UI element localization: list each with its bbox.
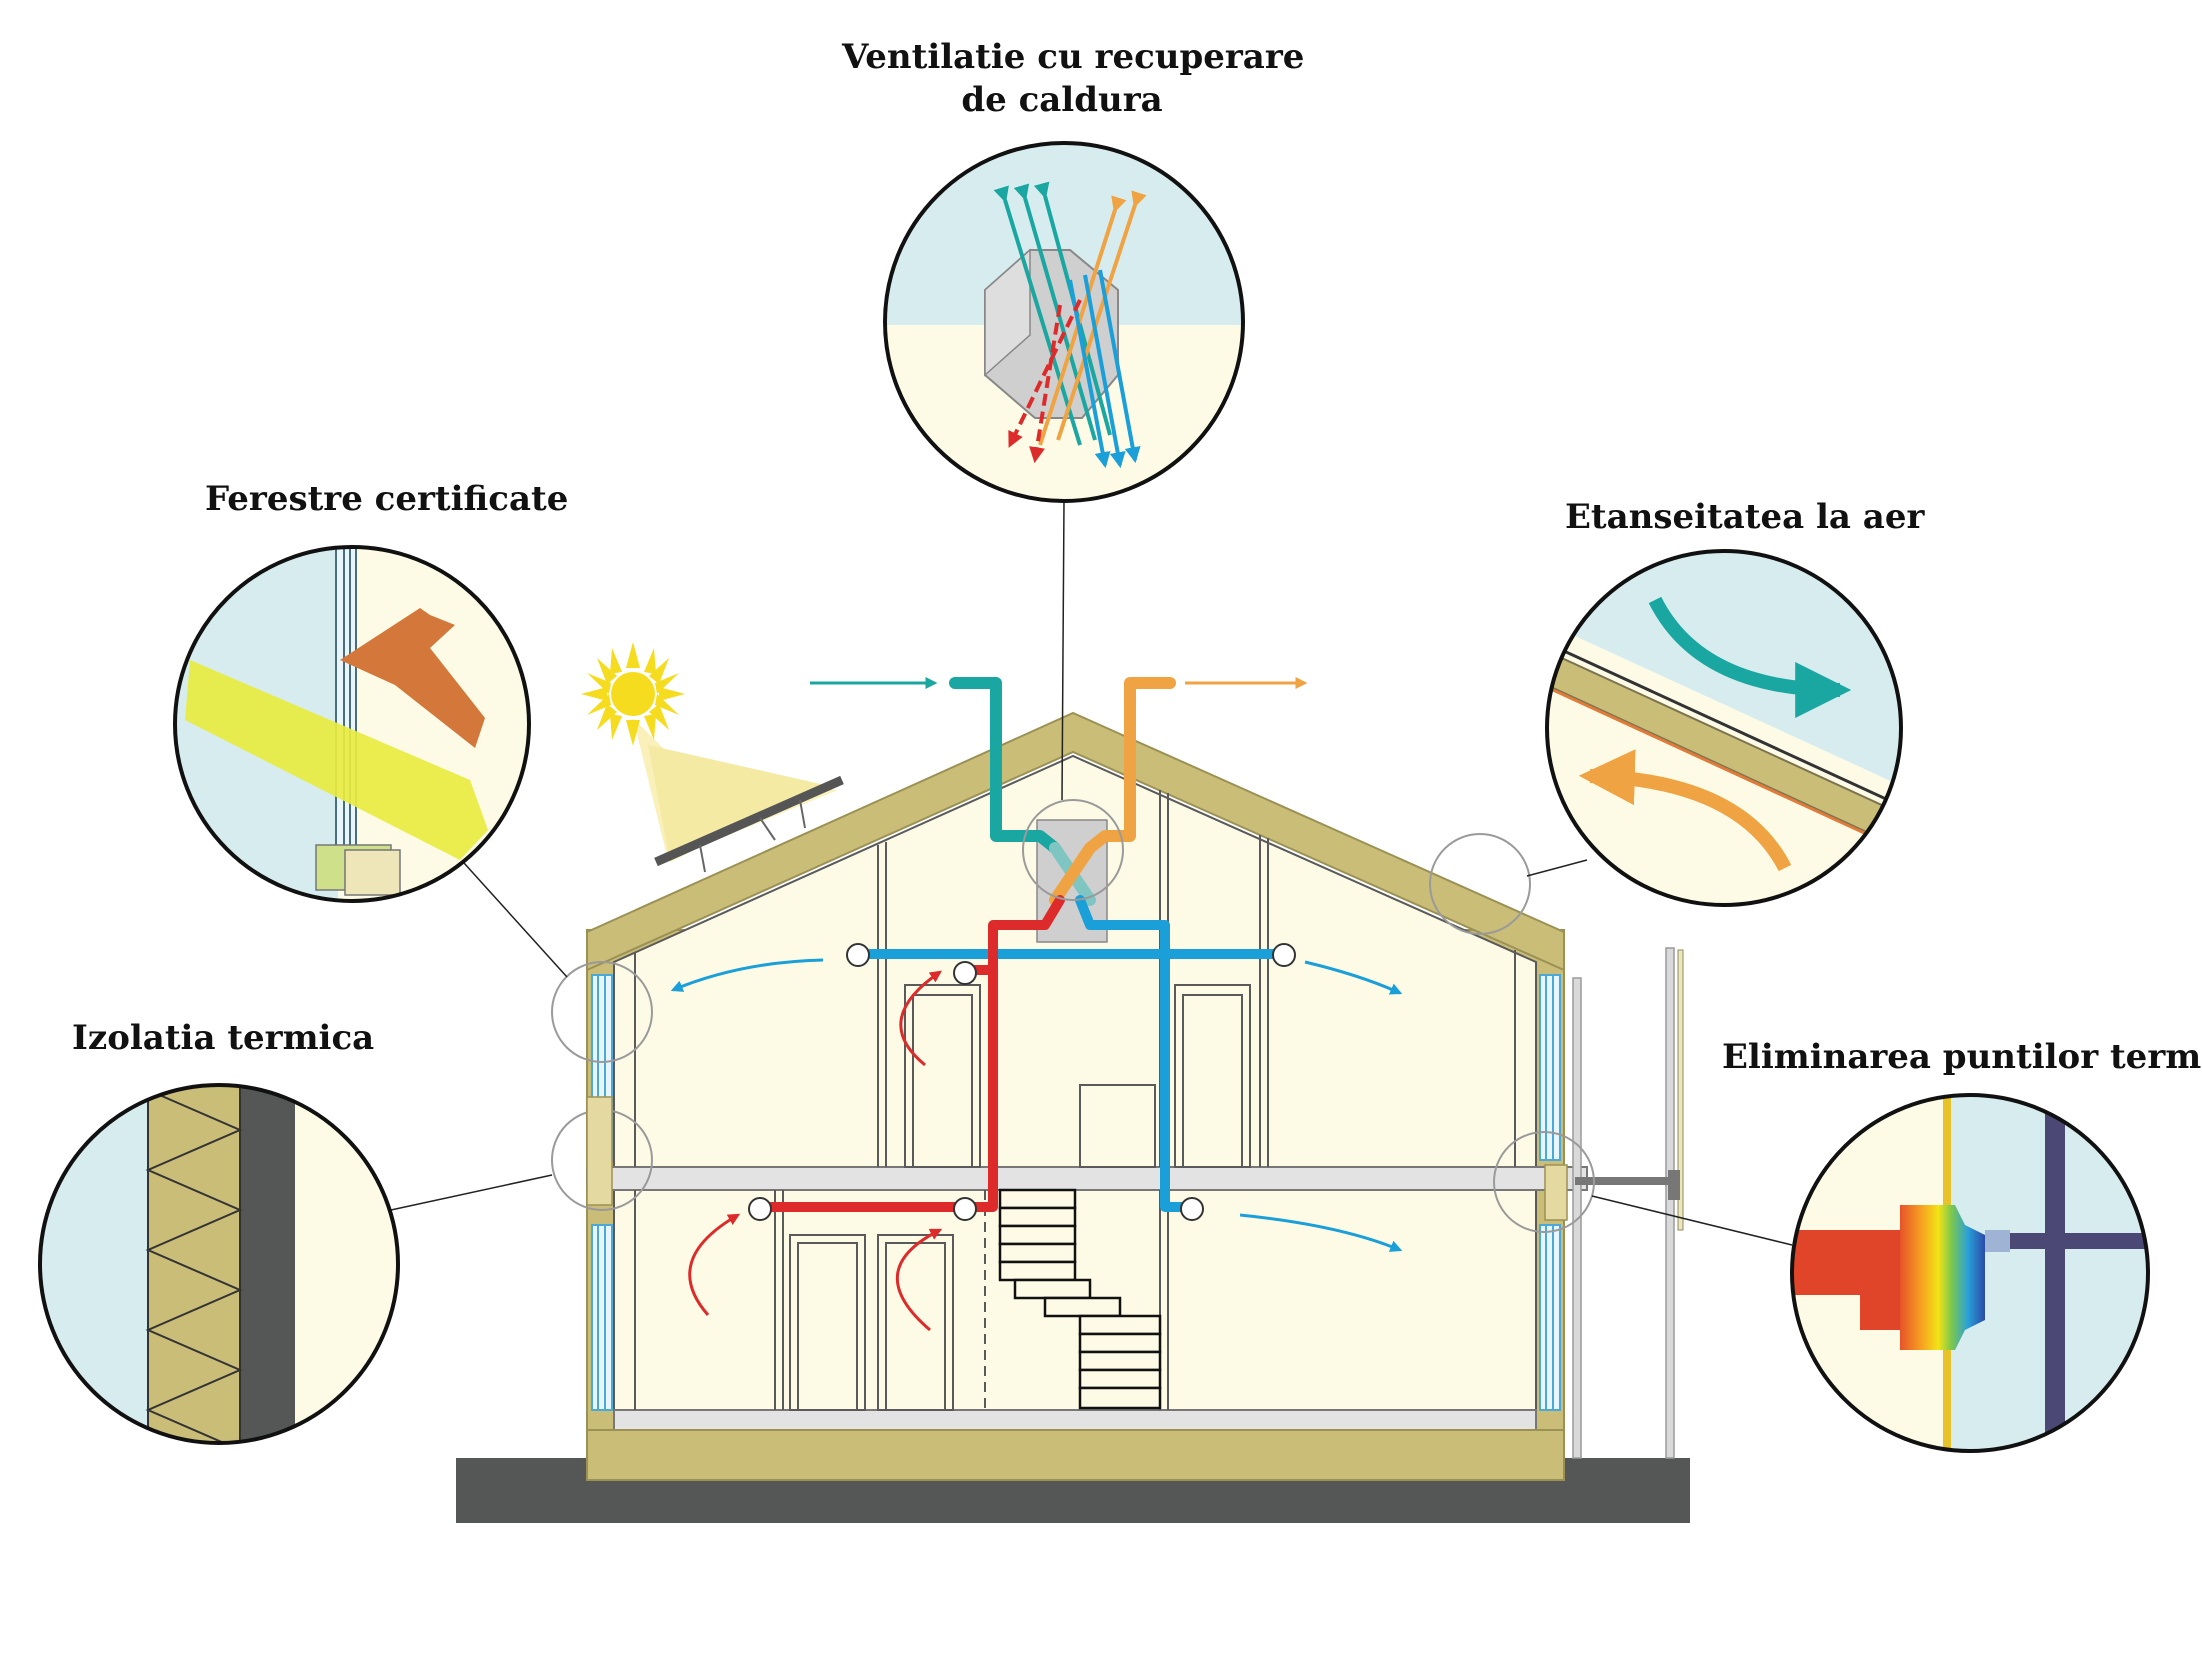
- solar-panel-icon: [654, 775, 844, 873]
- supply-flow-arrow: [1304, 960, 1403, 995]
- heat-exchanger-icon: [883, 141, 1245, 503]
- supply-flow-arrow: [670, 958, 824, 992]
- ventilation-label-line1: Ventilatie cu recuperare: [842, 37, 1305, 77]
- ventilation-ducts: [755, 677, 1287, 1212]
- insulation-block: [586, 1096, 613, 1206]
- balcony-frame: [1572, 947, 1684, 1459]
- thermal-bridge-detail: [1790, 1093, 2150, 1453]
- sun-icon: [581, 642, 838, 862]
- door-icon: [789, 984, 1251, 1411]
- windows-label: Ferestre certificate: [205, 479, 569, 519]
- leader-lines: [390, 500, 1793, 1246]
- stair-icon: [998, 1188, 1162, 1410]
- insulation-label: Izolatia termica: [72, 1018, 375, 1058]
- airtightness-detail: [1545, 549, 1903, 907]
- thermal-bridges-label: Eliminarea puntilor termice: [1722, 1037, 2202, 1077]
- window-detail: [173, 545, 531, 903]
- extract-flow-arrow: [899, 970, 942, 1067]
- airtightness-label: Etanseitatea la aer: [1565, 497, 1925, 537]
- supply-flow-arrow: [1239, 1213, 1403, 1252]
- extract-flow-arrow: [895, 1228, 943, 1332]
- insulation-detail: [38, 1083, 400, 1445]
- fan-icon: [748, 943, 1296, 1221]
- extract-flow-arrow: [688, 1213, 741, 1316]
- ventilation-label: Ventilatie cu recuperare de caldura: [842, 36, 1305, 121]
- ventilation-label-line2: de caldura: [961, 79, 1163, 120]
